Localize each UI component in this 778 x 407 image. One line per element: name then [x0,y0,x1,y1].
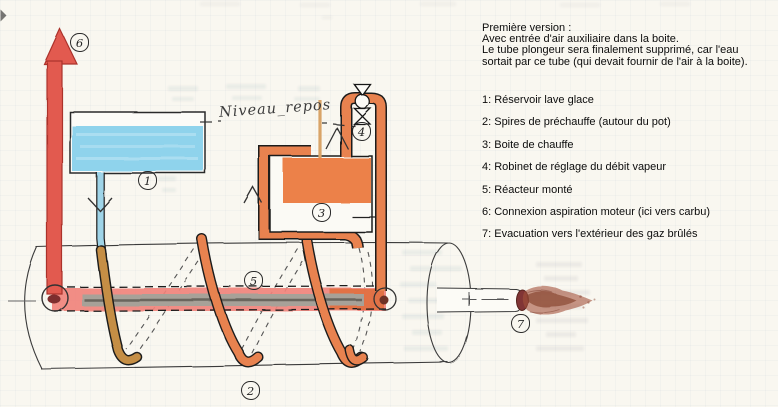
callout-robinet: 4 [352,122,371,141]
preheat-coil [95,233,369,369]
flow-arrow-down [87,197,113,212]
suction-arrow [43,27,78,295]
flow-chevrons [243,126,349,204]
legend-item: 5: Réacteur monté [482,183,573,196]
level-line-dashes [200,120,355,127]
legend-item: 6: Connexion aspiration moteur (ici vers… [482,205,711,218]
water-feed-tube [87,172,113,258]
arrow-shaft [46,60,63,295]
legend-item: 1: Réservoir lave glace [482,94,594,106]
valve-body [354,93,370,109]
callout-connexion: 6 [70,33,89,52]
legend-item: 2: Spires de préchauffe (autour du pot) [482,116,671,129]
exhaust-flame [522,285,596,316]
exit-tube [436,287,529,313]
callout-reacteur: 5 [244,271,263,290]
reactor-left-connector [41,284,69,312]
valve-icon [352,83,372,125]
reservoir-tank [69,111,206,174]
callout-boite: 3 [312,203,331,222]
legend-item: 3: Boite de chauffe [482,138,574,151]
valve-handle [352,83,372,97]
cylinder-left-arc [24,246,43,370]
notes-line: Le tube plongeur sera finalement supprim… [482,44,739,57]
center-cross [462,292,476,306]
notes-line: Première version : [482,22,572,34]
cylinder-top-line [35,241,449,248]
callout-reservoir: 1 [138,171,157,190]
legend-item: 4: Robinet de réglage du débit vapeur [482,161,667,174]
notes-line: sortait par ce tube (qui devait fournir … [482,55,748,68]
callout-spires: 2 [241,381,260,400]
legend-item: 7: Evacuation vers l'extérieur des gaz b… [482,228,698,241]
callout-evacuation: 7 [511,314,530,333]
box-jacket-pipe [258,145,364,249]
reactor-right-connector [373,287,397,311]
notes-paragraph: Première version : Avec entrée d'air aux… [482,22,776,68]
legend-list: 1: Réservoir lave glace 2: Spires de pré… [482,94,776,251]
scan-artifact [0,9,6,21]
notes-line: Avec entrée d'air auxiliaire dans la boi… [482,33,679,46]
